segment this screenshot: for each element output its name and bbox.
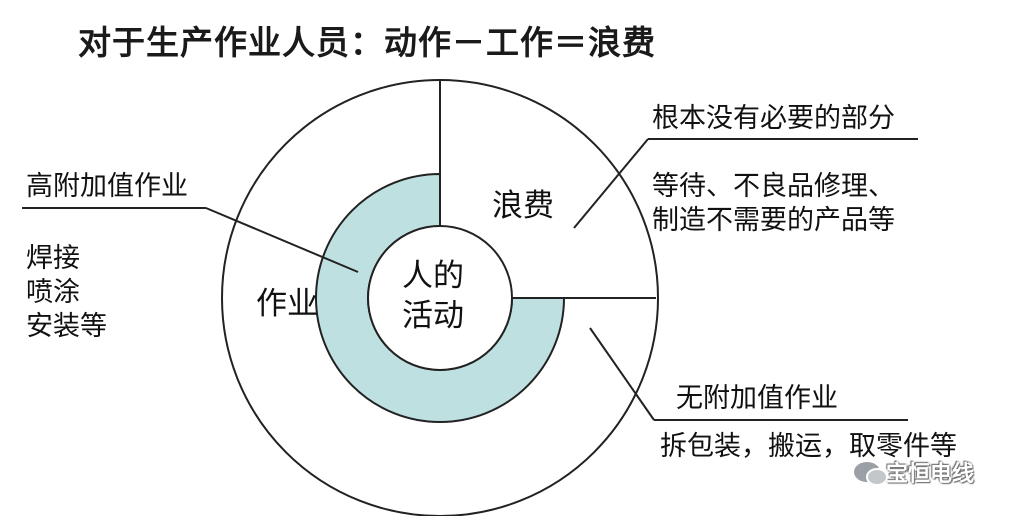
no-value-work-heading: 无附加值作业: [676, 383, 838, 414]
watermark: 宝恒电线: [854, 456, 974, 488]
work-region-label: 作业: [256, 286, 318, 322]
unnecessary-heading: 根本没有必要的部分: [652, 103, 895, 134]
high-value-work-examples: 焊接 喷涂 安装等: [26, 242, 107, 344]
waste-region-label: 浪费: [492, 188, 554, 224]
example-item: 等待、不良品修理、: [652, 171, 895, 202]
example-item: 安装等: [26, 311, 107, 342]
diagram-title: 对于生产作业人员：动作－工作＝浪费: [78, 23, 656, 62]
wechat-icon: [854, 462, 888, 486]
unnecessary-examples: 等待、不良品修理、 制造不需要的产品等: [652, 170, 895, 238]
center-line-1: 人的: [402, 258, 464, 294]
example-item: 制造不需要的产品等: [652, 205, 895, 236]
right-top-leader-line: [573, 138, 649, 229]
center-label: 人的 活动: [402, 256, 464, 336]
example-item: 焊接: [26, 243, 80, 274]
left-leader-line: [205, 207, 359, 273]
example-item: 喷涂: [26, 277, 80, 308]
right-bottom-leader-line: [589, 327, 655, 421]
watermark-text: 宝恒电线: [886, 462, 975, 487]
high-value-work-heading: 高附加值作业: [26, 171, 188, 202]
no-value-work-examples: 拆包装，搬运，取零件等: [660, 431, 957, 462]
center-line-2: 活动: [402, 298, 464, 334]
